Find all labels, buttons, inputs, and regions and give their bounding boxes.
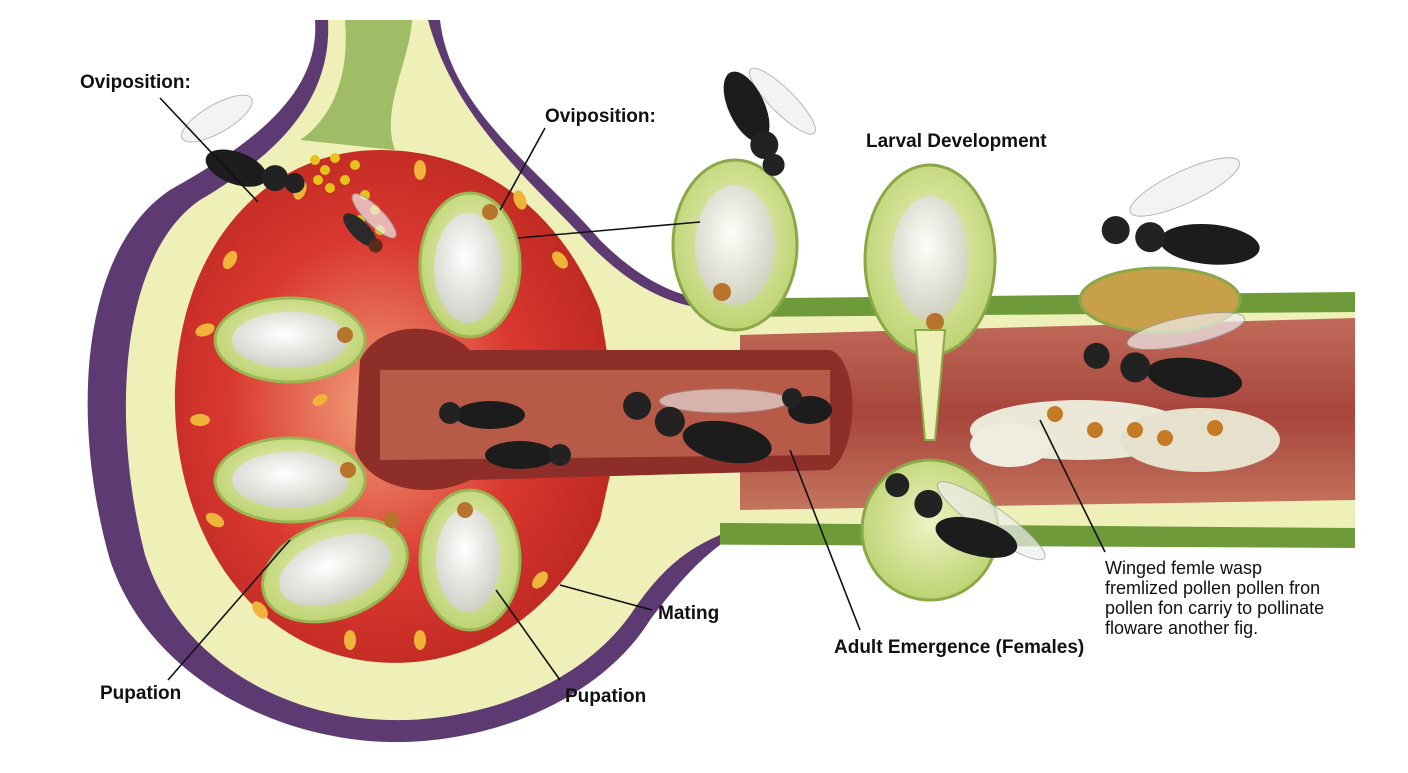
gall-larva	[418, 191, 522, 339]
note-line: Winged femle wasp	[1105, 558, 1263, 578]
gall-icon	[863, 163, 997, 441]
fig-wasp-icon	[485, 441, 571, 469]
fig-wasp-icon	[885, 473, 1046, 561]
canal-larvae	[970, 400, 1280, 472]
note-line: pollen fon carriy to pollinate	[1105, 598, 1325, 618]
fig-wasps	[181, 67, 1260, 561]
callout-line-winged-female	[1039, 419, 1106, 553]
callout-line-oviposition-2	[499, 127, 546, 211]
fig-galls	[213, 191, 522, 632]
larva-icon	[232, 312, 348, 368]
label-oviposition-1: Oviposition:	[80, 72, 191, 93]
label-pupation-2: Pupation	[565, 686, 647, 707]
label-pupation-1: Pupation	[100, 683, 182, 704]
fig-wasp-icon	[439, 401, 525, 429]
label-larval-development: Larval Development	[866, 131, 1047, 152]
label-oviposition-2: Oviposition:	[545, 106, 656, 127]
note-line: floware another fig.	[1105, 618, 1259, 638]
larva-icon	[436, 508, 500, 612]
fig-wasp-icon	[1083, 311, 1246, 398]
callout-line-oviposition-2b	[517, 221, 701, 239]
larva-icon	[279, 533, 391, 607]
label-winged-female-note: Winged femle wasp fremlized pollen polle…	[1105, 558, 1405, 638]
fig-wasp-icon	[723, 67, 816, 176]
fig-wasp-icon	[782, 388, 832, 424]
fig-wasp-icon	[343, 193, 397, 253]
fig-wasp-icon	[1101, 157, 1260, 265]
callout-line-pupation-2	[495, 589, 561, 681]
callout-line-pupation-1	[167, 539, 291, 681]
fig-wasp-icon	[623, 388, 790, 464]
gall-larva	[261, 512, 409, 624]
fig-seeds	[190, 160, 590, 650]
larva-icon	[434, 213, 502, 323]
callout-line-adult-emergence	[789, 449, 861, 631]
callout-line-oviposition-1	[159, 97, 259, 203]
callout-lines	[159, 97, 1106, 681]
gall-larva	[213, 296, 367, 384]
label-adult-emergence: Adult Emergence (Females)	[834, 637, 1085, 658]
gall-icon	[671, 158, 799, 332]
gall-larva	[418, 488, 522, 632]
fig-wasp-icon	[181, 94, 305, 194]
callout-line-mating	[559, 584, 653, 611]
larva-icon	[232, 452, 348, 508]
gall-larva	[213, 436, 367, 524]
label-mating: Mating	[658, 603, 720, 624]
note-line: fremlized pollen pollen fron	[1105, 578, 1321, 598]
